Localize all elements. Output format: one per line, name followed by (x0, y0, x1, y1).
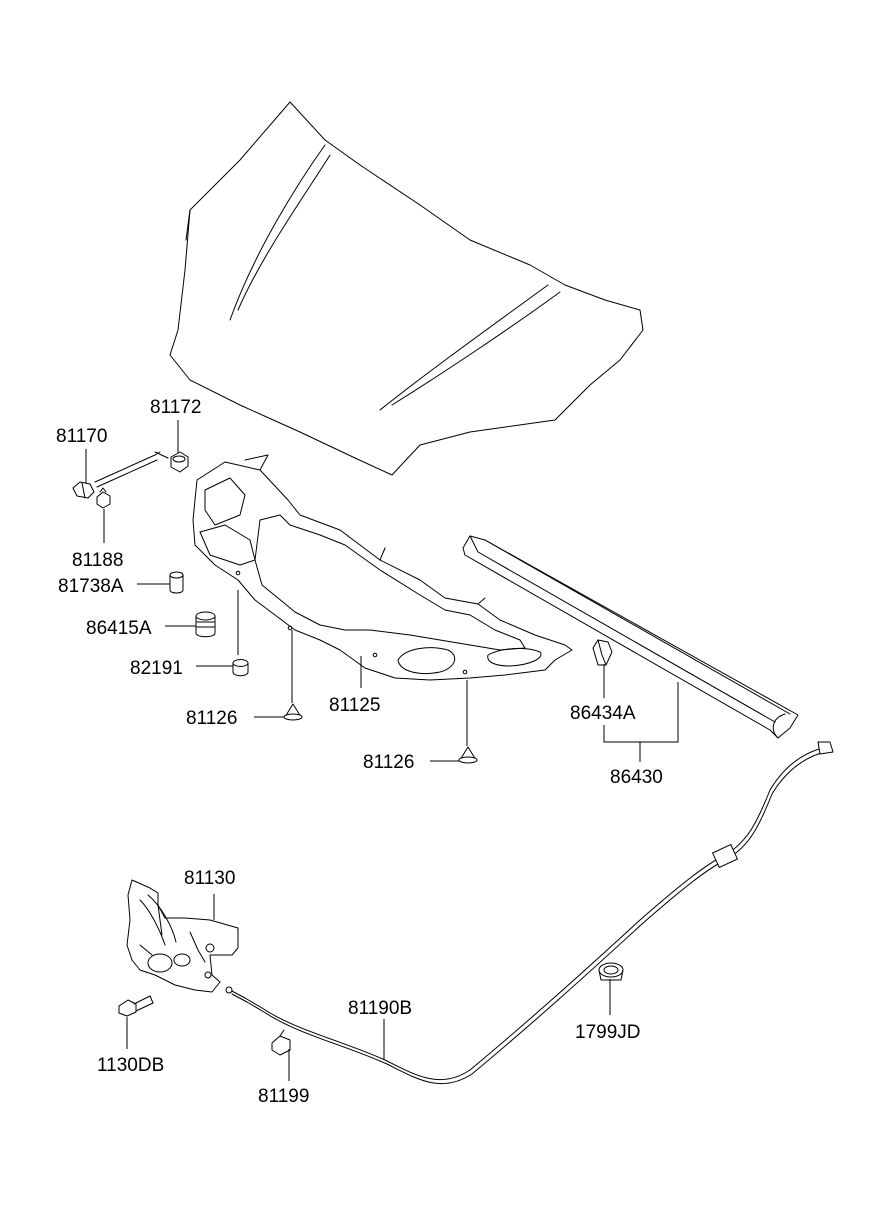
clip-81188 (96, 487, 111, 509)
label-81199: 81199 (258, 1086, 309, 1107)
label-81130: 81130 (184, 868, 235, 889)
label-81126-left: 81126 (186, 708, 237, 729)
label-81172: 81172 (150, 397, 201, 418)
bolt-1130DB (118, 995, 154, 1017)
plug-81738A (169, 571, 184, 594)
hood-stay-81170 (72, 451, 169, 499)
label-86415A: 86415A (86, 618, 152, 639)
bumper-82191 (232, 659, 249, 677)
release-cable-81190B (225, 741, 834, 1084)
label-1799JD: 1799JD (575, 1022, 641, 1043)
hood-insulator-81125 (192, 454, 573, 681)
label-81125: 81125 (329, 695, 380, 716)
label-86434A: 86434A (570, 703, 636, 724)
clip-86434A (592, 639, 613, 666)
cable-clip-1799JD (598, 962, 624, 981)
label-1130DB: 1130DB (97, 1055, 164, 1076)
hood-latch-81130 (126, 879, 239, 993)
cable-clip-81199 (271, 1029, 291, 1056)
part-labels: 81172 81170 81188 81738A 86415A 82191 81… (56, 397, 663, 1107)
label-81738A: 81738A (58, 576, 124, 597)
fastener-81126-right (458, 746, 478, 764)
bumper-86415A (195, 611, 216, 638)
label-81188: 81188 (72, 550, 123, 571)
fastener-81126-left (283, 703, 303, 721)
hood-panel (169, 101, 644, 476)
weatherstrip-86430 (462, 535, 799, 739)
label-81126-right: 81126 (363, 752, 414, 773)
label-81170: 81170 (56, 426, 107, 447)
grommet-81172 (170, 451, 189, 473)
label-82191: 82191 (130, 658, 183, 679)
label-81190B: 81190B (348, 998, 412, 1019)
label-86430: 86430 (610, 767, 663, 788)
leader-lines (85, 420, 679, 1081)
